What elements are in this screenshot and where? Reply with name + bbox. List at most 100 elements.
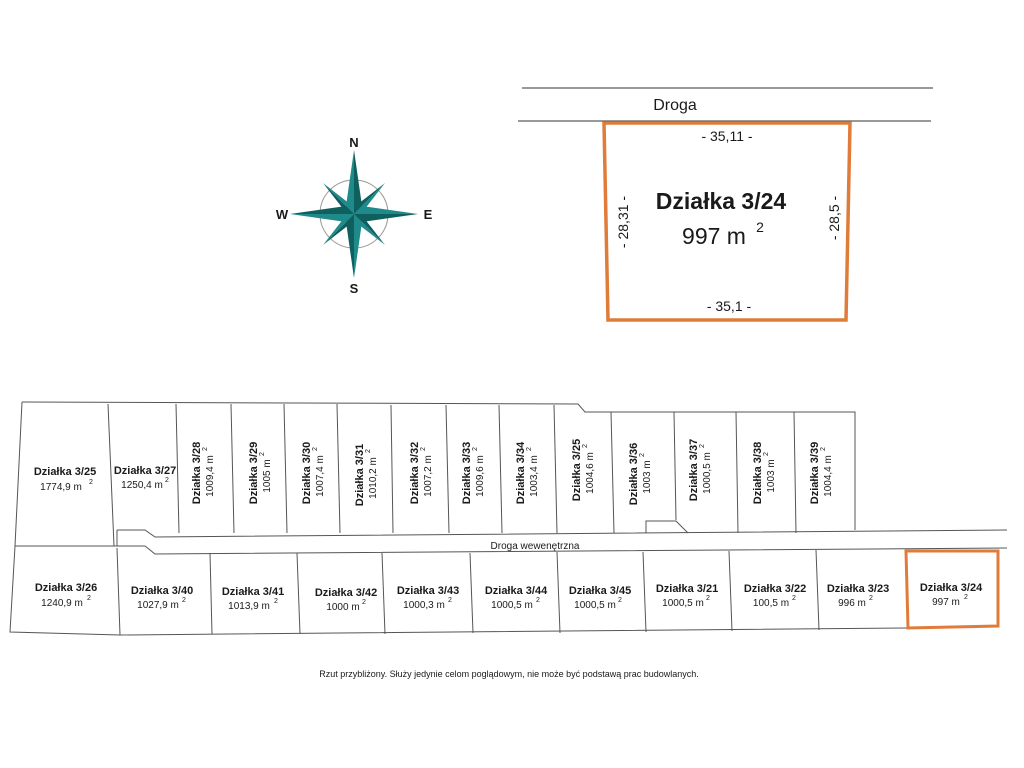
plot-detail-area: 997 m — [682, 223, 746, 249]
compass-west-label: W — [276, 207, 289, 222]
parcel-area: 997 m — [932, 597, 960, 608]
parcel-area-sup: 2 — [706, 595, 710, 602]
compass-east-label: E — [424, 207, 433, 222]
parcel-name: Działka 3/44 — [485, 585, 548, 597]
parcel-name: Działka 3/40 — [131, 585, 193, 597]
parcel-3-27[interactable]: Działka 3/27 1250,4 m 2 — [114, 465, 176, 491]
parcel-area: 1774,9 m — [40, 482, 82, 493]
parcel-name: Działka 3/34 — [515, 441, 527, 504]
parcel-name: Działka 3/23 — [827, 583, 889, 595]
parcel-3-22[interactable]: Działka 3/22 100,5 m 2 — [744, 583, 806, 609]
highlighted-plot-outline[interactable] — [602, 121, 852, 322]
parcel-area: 1003 m — [766, 459, 777, 492]
parcel-name: Działka 3/26 — [35, 582, 97, 594]
parcel-area: 1003 m — [642, 460, 653, 493]
parcel-area-sup: 2 — [87, 595, 91, 602]
parcel-3-25-top[interactable]: Działka 3/25 1004,6 m 2 — [571, 439, 596, 501]
parcel-name: Działka 3/32 — [409, 442, 421, 504]
parcel-name: Działka 3/33 — [461, 442, 473, 504]
parcel-3-44[interactable]: Działka 3/44 1000,5 m 2 — [485, 585, 548, 611]
parcel-3-40[interactable]: Działka 3/40 1027,9 m 2 — [131, 585, 193, 611]
parcel-3-42[interactable]: Działka 3/42 1000 m 2 — [315, 587, 377, 613]
parcel-area-sup: 2 — [820, 447, 827, 451]
parcel-area: 1005 m — [262, 459, 273, 492]
parcel-3-31[interactable]: Działka 3/31 1010,2 m 2 — [354, 444, 379, 506]
parcel-3-28[interactable]: Działka 3/28 1009,4 m 2 — [191, 442, 216, 504]
compass-north-label: N — [349, 135, 358, 150]
parcel-3-36[interactable]: Działka 3/36 1003 m 2 — [628, 443, 653, 505]
parcel-area-sup: 2 — [365, 449, 372, 453]
parcel-area: 1027,9 m — [137, 600, 179, 611]
parcel-3-29[interactable]: Działka 3/29 1005 m 2 — [248, 442, 273, 504]
parcel-name: Działka 3/42 — [315, 587, 377, 599]
parcel-area: 1009,4 m — [205, 455, 216, 497]
road-label: Droga — [653, 97, 697, 114]
parcel-3-34[interactable]: Działka 3/34 1003,4 m 2 — [515, 441, 540, 504]
parcel-name: Działka 3/45 — [569, 585, 631, 597]
compass-cardinals — [290, 150, 418, 278]
parcel-area: 996 m — [838, 598, 866, 609]
parcel-area-sup: 2 — [165, 477, 169, 484]
parcel-area-sup: 2 — [869, 595, 873, 602]
parcel-3-23[interactable]: Działka 3/23 996 m 2 — [827, 583, 889, 609]
parcel-area: 1250,4 m — [121, 480, 163, 491]
parcel-area: 1000,5 m — [662, 598, 704, 609]
parcel-area: 100,5 m — [753, 598, 789, 609]
parcel-area-sup: 2 — [259, 452, 266, 456]
parcel-area: 1009,6 m — [475, 455, 486, 497]
parcel-3-25-left[interactable]: Działka 3/25 1774,9 m 2 — [34, 466, 96, 493]
parcel-area-sup: 2 — [89, 479, 93, 486]
parcel-3-30[interactable]: Działka 3/30 1007,4 m 2 — [301, 442, 326, 504]
parcel-3-43[interactable]: Działka 3/43 1000,3 m 2 — [397, 585, 459, 611]
parcel-area-sup: 2 — [792, 595, 796, 602]
subdivision-lines — [9, 401, 1008, 636]
parcel-name: Działka 3/22 — [744, 583, 806, 595]
parcel-3-21[interactable]: Działka 3/21 1000,5 m 2 — [656, 583, 718, 609]
parcel-area-sup: 2 — [582, 444, 589, 448]
parcel-area-sup: 2 — [448, 597, 452, 604]
parcel-3-24[interactable]: Działka 3/24 997 m 2 — [920, 582, 983, 608]
parcel-name: Działka 3/31 — [354, 444, 366, 506]
plot-detail: Droga - 35,11 - - 35,1 - - 28,31 - - 28,… — [518, 87, 933, 322]
parcel-name: Działka 3/37 — [688, 439, 700, 501]
parcel-3-45[interactable]: Działka 3/45 1000,5 m 2 — [569, 585, 631, 611]
parcel-area-sup: 2 — [274, 598, 278, 605]
parcel-area-sup: 2 — [362, 599, 366, 606]
parcel-name: Działka 3/27 — [114, 465, 176, 477]
parcel-name: Działka 3/24 — [920, 582, 983, 594]
parcel-name: Działka 3/36 — [628, 443, 640, 505]
parcel-area-sup: 2 — [763, 452, 770, 456]
parcel-area: 1013,9 m — [228, 601, 270, 612]
internal-road-label: Droga wewenętrzna — [491, 541, 580, 552]
parcel-3-38[interactable]: Działka 3/38 1003 m 2 — [752, 442, 777, 504]
parcel-area-sup: 2 — [618, 597, 622, 604]
parcel-3-26[interactable]: Działka 3/26 1240,9 m 2 — [35, 582, 97, 609]
parcel-3-32[interactable]: Działka 3/32 1007,2 m 2 — [409, 442, 434, 504]
highlighted-parcel-3-24[interactable] — [904, 549, 1000, 630]
disclaimer-note: Rzut przybliżony. Służy jedynie celom po… — [319, 669, 699, 679]
parcel-name: Działka 3/29 — [248, 442, 260, 504]
parcel-3-33[interactable]: Działka 3/33 1009,6 m 2 — [461, 442, 486, 504]
parcel-area: 1007,2 m — [423, 455, 434, 497]
parcel-area: 1010,2 m — [368, 457, 379, 499]
parcel-area: 1000,5 m — [491, 600, 533, 611]
parcel-3-39[interactable]: Działka 3/39 1004,4 m 2 — [809, 442, 834, 504]
compass-rose: N E S W — [276, 135, 433, 296]
parcel-area: 1000,3 m — [403, 600, 445, 611]
parcel-name: Działka 3/41 — [222, 586, 284, 598]
parcel-area: 1004,4 m — [823, 455, 834, 497]
parcel-name: Działka 3/21 — [656, 583, 718, 595]
parcel-area-sup: 2 — [964, 594, 968, 601]
compass-south-label: S — [350, 281, 359, 296]
parcel-area: 1003,4 m — [529, 455, 540, 497]
parcel-area-sup: 2 — [312, 447, 319, 451]
parcel-3-37[interactable]: Działka 3/37 1000,5 m 2 — [688, 439, 713, 501]
plot-detail-area-sup: 2 — [756, 219, 764, 235]
parcel-name: Działka 3/43 — [397, 585, 459, 597]
parcel-3-41[interactable]: Działka 3/41 1013,9 m 2 — [222, 586, 284, 612]
parcel-area-sup: 2 — [699, 444, 706, 448]
parcel-name: Działka 3/39 — [809, 442, 821, 504]
parcel-area: 1240,9 m — [41, 598, 83, 609]
plot-detail-name: Działka 3/24 — [656, 188, 787, 214]
